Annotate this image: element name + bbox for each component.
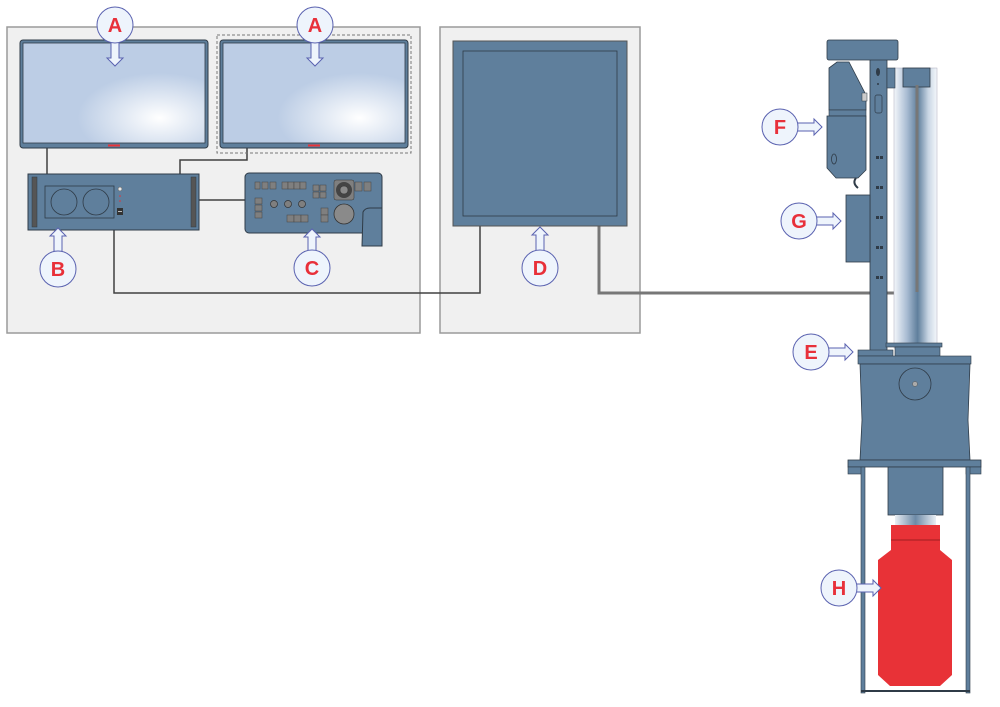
junction-box (845, 194, 871, 263)
callout-computer-unit: B (39, 227, 77, 288)
callout-arrow-icon (105, 40, 125, 67)
fan-right (82, 188, 110, 216)
status-led-2 (119, 200, 121, 202)
callout-stand-base: E (792, 333, 854, 371)
callout-label: E (804, 342, 817, 364)
callout-circle (761, 108, 799, 146)
callout-circle (96, 6, 134, 44)
callout-arrow-icon (826, 342, 854, 362)
knob-2 (284, 200, 292, 208)
power-button (117, 186, 123, 192)
callout-red-vessel: H (820, 569, 882, 607)
callout-circle (792, 333, 830, 371)
joystick-palm-rest (361, 207, 383, 247)
callout-label: G (791, 211, 807, 233)
red-vessel (878, 525, 952, 686)
knob-3 (298, 200, 306, 208)
callout-label: A (308, 15, 322, 37)
callout-junction-box: G (780, 202, 842, 240)
drive-bay (44, 185, 115, 219)
tube-cap (902, 67, 931, 88)
status-led-1 (119, 195, 121, 197)
callout-circle (39, 250, 77, 288)
fan-left (50, 188, 78, 216)
drive-unit (826, 61, 868, 179)
trackball (333, 203, 355, 225)
callout-label: H (832, 578, 846, 600)
callout-arrow-icon (530, 226, 550, 253)
control-cabinet (452, 40, 628, 227)
callout-circle (293, 249, 331, 287)
panel-buttons (254, 181, 372, 223)
callout-arrow-icon (302, 228, 322, 253)
computer-unit (27, 173, 200, 231)
instrument-stand (826, 39, 982, 694)
cable-monitor-right (179, 148, 248, 175)
callout-label: A (108, 15, 122, 37)
monitor-right-logo (308, 144, 320, 147)
top-cap (826, 39, 899, 61)
rack-handle-left (31, 176, 38, 228)
callout-control-cabinet: D (521, 226, 559, 287)
callout-control-panel: C (293, 228, 331, 287)
callout-monitor-right: A (296, 6, 334, 67)
callout-arrow-icon (854, 578, 882, 598)
callout-circle (780, 202, 818, 240)
callout-label: D (533, 258, 547, 280)
monitor-left-logo (108, 144, 120, 147)
column (869, 54, 888, 354)
cable-b-to-d (113, 226, 481, 294)
callout-arrow-icon (814, 211, 842, 231)
callout-circle (521, 249, 559, 287)
knob-1 (270, 200, 278, 208)
callout-arrow-icon (305, 40, 325, 67)
stand-base (847, 342, 982, 694)
callout-label: F (774, 117, 786, 139)
callout-drive-unit: F (761, 108, 823, 146)
callout-monitor-left: A (96, 6, 134, 67)
callout-arrow-icon (48, 227, 68, 254)
monitor-left (19, 39, 209, 149)
callout-label: C (305, 258, 319, 280)
control-panel (244, 172, 383, 247)
callout-arrow-icon (795, 117, 823, 137)
callout-label: B (51, 259, 65, 281)
rack-handle-right (190, 176, 197, 228)
callout-circle (296, 6, 334, 44)
callout-circle (820, 569, 858, 607)
